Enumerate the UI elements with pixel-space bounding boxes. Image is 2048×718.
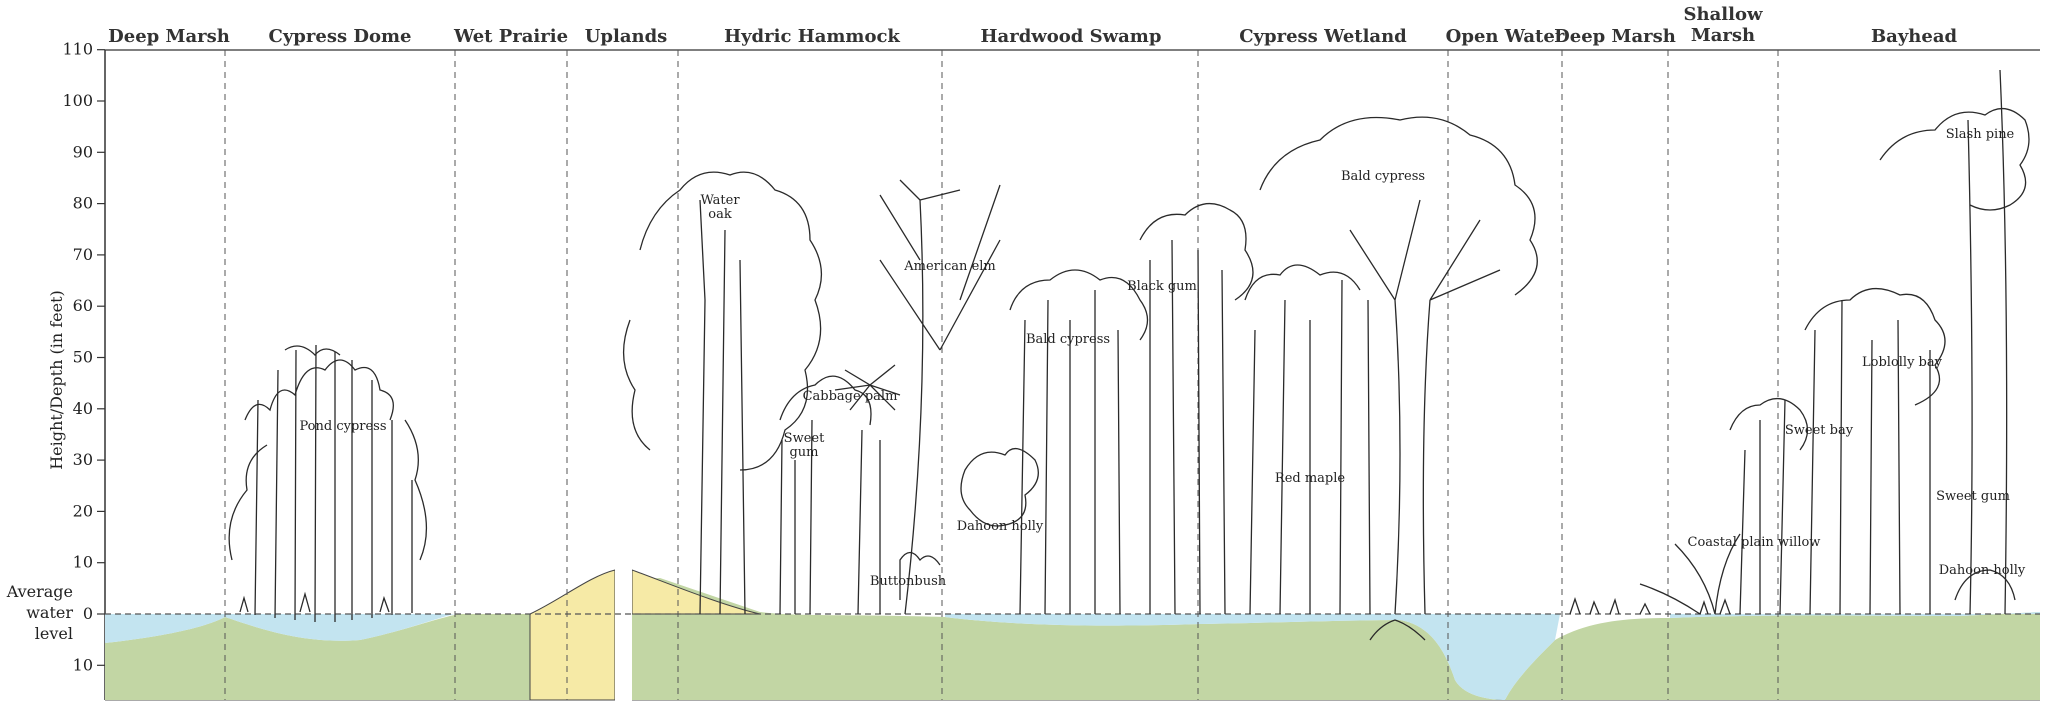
y-tick-80: 80 — [73, 194, 93, 213]
plot-frame — [104, 49, 2040, 701]
plant-label-water-oak-line2: oak — [708, 207, 732, 222]
zone-label-hardwood-swamp: Hardwood Swamp — [981, 26, 1162, 47]
plant-label-water-oak-line1: Water — [700, 193, 740, 208]
plant-label-slash-pine: Slash pine — [1946, 127, 2015, 142]
hardwood-swamp-trees — [960, 203, 1254, 615]
plant-label-sweet-gum-line2: gum — [789, 445, 818, 460]
hydric-hammock-trees — [622, 171, 941, 615]
zone-label-wet-prairie: Wet Prairie — [453, 26, 568, 47]
plant-label-dahoon-holly-1: Dahoon holly — [957, 519, 1044, 534]
zone-labels: Deep Marsh Cypress Dome Wet Prairie Upla… — [108, 4, 1957, 47]
zone-label-open-water: Open Water — [1446, 26, 1565, 47]
open-water — [1400, 614, 1560, 700]
plant-label-buttonbush: Buttonbush — [870, 574, 947, 589]
zone-label-hydric-hammock: Hydric Hammock — [724, 26, 900, 47]
y-tick-40: 40 — [73, 399, 93, 418]
zone-dividers — [224, 50, 1779, 700]
zone-label-deep-marsh-2: Deep Marsh — [1554, 26, 1676, 47]
plant-label-cabbage-palm: Cabbage palm — [803, 389, 898, 404]
cypress-dome-water — [225, 614, 455, 641]
water-level-label-line1: Average — [6, 582, 73, 601]
plant-label-black-gum: Black gum — [1127, 279, 1197, 294]
y-tick-0: 0 — [83, 604, 93, 623]
y-tick-10: 10 — [73, 553, 93, 572]
zone-label-shallow-marsh-line1: Shallow — [1684, 4, 1763, 25]
plant-label-american-elm: American elm — [903, 259, 996, 274]
plant-label-sweet-gum-line1: Sweet — [784, 431, 825, 446]
water-level-label-line3: level — [35, 624, 73, 643]
plant-label-bald-cypress-2: Bald cypress — [1341, 169, 1425, 184]
y-tick-50: 50 — [73, 348, 93, 367]
plant-label-sweet-bay: Sweet bay — [1785, 423, 1854, 438]
y-tick-110: 110 — [62, 40, 93, 59]
deep-marsh-water — [105, 614, 225, 643]
y-axis-title: Height/Depth (in feet) — [47, 290, 66, 470]
plant-label-dahoon-holly-2: Dahoon holly — [1939, 563, 2026, 578]
vegetation — [228, 69, 2030, 641]
zone-label-shallow-marsh-line2: Marsh — [1691, 25, 1755, 46]
panel-gap — [615, 565, 632, 705]
marsh-grasses — [239, 591, 1731, 615]
bayhead-water — [1670, 612, 2040, 618]
water-bodies — [105, 612, 2040, 700]
zone-label-bayhead: Bayhead — [1871, 26, 1958, 47]
y-tick-60: 60 — [73, 296, 93, 315]
plant-label-bald-cypress-1: Bald cypress — [1026, 332, 1110, 347]
y-tick-100: 100 — [62, 91, 93, 110]
plant-label-loblolly-bay: Loblolly bay — [1862, 355, 1943, 370]
american-elm-tree — [879, 179, 1001, 615]
water-level-label-line2: water — [26, 603, 73, 622]
plant-label-coastal-plain-willow: Coastal plain willow — [1688, 535, 1821, 550]
zone-label-deep-marsh-1: Deep Marsh — [108, 26, 230, 47]
zone-label-cypress-wetland: Cypress Wetland — [1239, 26, 1407, 47]
ground-profile — [105, 578, 2040, 700]
uplands-sand — [529, 569, 616, 701]
y-tick-20: 20 — [73, 501, 93, 520]
swamp-water — [945, 614, 1400, 626]
y-tick-70: 70 — [73, 245, 93, 264]
y-tick-90: 90 — [73, 142, 93, 161]
plant-label-red-maple: Red maple — [1275, 471, 1345, 486]
zone-label-cypress-dome: Cypress Dome — [269, 26, 412, 47]
y-tick-30: 30 — [73, 450, 93, 469]
plant-label-sweet-gum-2: Sweet gum — [1936, 489, 2010, 504]
pond-cypress-trees — [228, 344, 428, 623]
y-axis: Height/Depth (in feet) 11010090807060504… — [47, 40, 105, 674]
y-tick-below-10: 10 — [73, 655, 93, 674]
cypress-wetland-trees — [1244, 116, 1538, 641]
average-water-level-label: Average water level — [6, 582, 74, 643]
bayhead-trees — [1639, 69, 2030, 615]
zone-label-uplands: Uplands — [585, 26, 668, 47]
plant-label-pond-cypress: Pond cypress — [299, 419, 386, 434]
plant-labels: Pond cypress Water oak Cabbage palm Swee… — [299, 127, 2025, 589]
